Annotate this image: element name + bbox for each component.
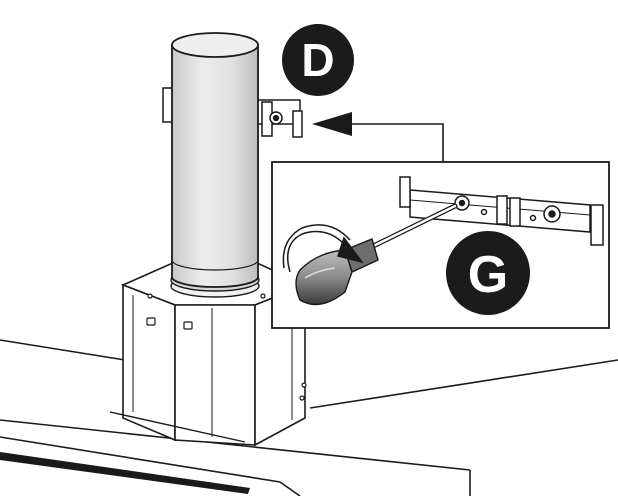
ceiling-slab <box>0 339 618 496</box>
step-badge-d: D <box>282 24 354 96</box>
callout-arrow-icon <box>312 112 444 162</box>
step-badge-d-label: D <box>301 34 334 86</box>
hood-screw-holes <box>146 293 307 401</box>
detail-inset: G <box>271 161 610 329</box>
step-badge-g-label: G <box>468 246 508 304</box>
chimney-pipe <box>171 32 259 288</box>
detail-bracket <box>399 176 604 246</box>
slab-edge-strip <box>0 452 250 494</box>
rotate-arrow-icon <box>282 224 364 273</box>
screwdriver-icon <box>295 203 458 306</box>
step-badge-g: G <box>446 231 530 315</box>
